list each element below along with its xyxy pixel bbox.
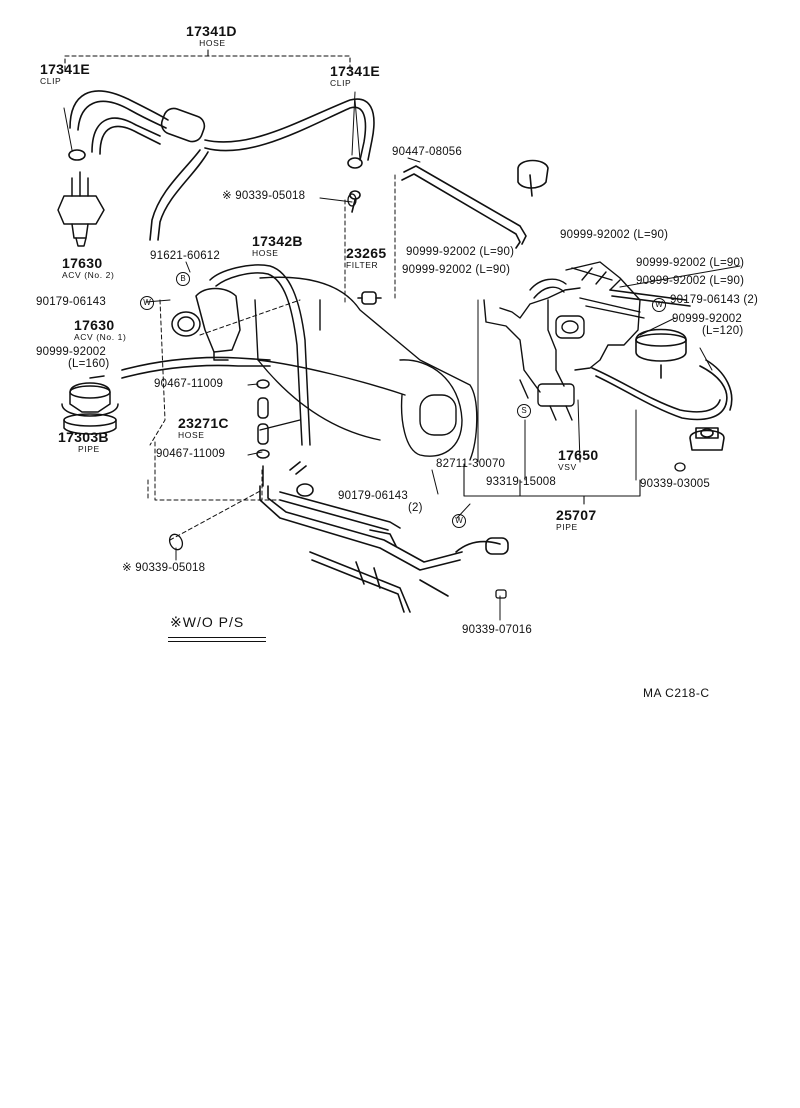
label-90467-11009-b: 90467-11009	[156, 448, 226, 460]
vsv-assembly	[483, 261, 645, 421]
label-17650-vsv: 17650 VSV	[558, 447, 599, 472]
label-17630-acv-no1: 17630 ACV (No. 1)	[74, 317, 127, 342]
label-17341e-right: 17341E CLIP	[330, 63, 381, 88]
pipe-17303b	[61, 375, 119, 435]
circle-marker-w-mid: W	[452, 514, 466, 528]
label-90467-11009-a: 90467-11009	[154, 378, 224, 390]
legend-underline-2	[168, 641, 266, 642]
circle-marker-w: W	[140, 296, 154, 310]
label-17341e-left: 17341E CLIP	[40, 61, 91, 86]
label-90999-l90-b: 90999-92002 (L=90)	[402, 264, 511, 276]
label-82711-30070: 82711-30070	[436, 458, 506, 470]
label-90179-06143-right: 90179-06143 (2)	[670, 294, 759, 306]
label-93319-15008: 93319-15008	[486, 476, 556, 488]
dashed-leaders	[147, 174, 396, 541]
label-90447-08056: 90447-08056	[392, 146, 462, 158]
label-90179-06143-mid: 90179-06143 (2)	[338, 490, 423, 515]
circle-marker-w-right: W	[652, 298, 666, 312]
engine-block	[254, 276, 478, 461]
asterisk-mark: ※	[122, 562, 132, 574]
label-90339-07016: 90339-07016	[462, 624, 532, 636]
label-90999-92002-l120: 90999-92002 (L=120)	[672, 313, 744, 338]
bracket-25707	[463, 463, 641, 505]
label-90339-05018-bottom: ※ 90339-05018	[122, 562, 206, 574]
asterisk-mark: ※	[222, 190, 232, 202]
fasteners	[168, 193, 686, 599]
hose-l120	[591, 289, 733, 451]
label-90999-l90-d: 90999-92002 (L=90)	[636, 257, 745, 269]
acv-no1	[171, 264, 311, 446]
label-90339-03005: 90339-03005	[640, 478, 710, 490]
pipe-90447	[401, 159, 549, 249]
label-23271c-hose: 23271C HOSE	[178, 415, 229, 440]
label-17303b-pipe: 17303B PIPE	[58, 429, 109, 454]
circle-marker-b: B	[176, 272, 190, 286]
legend-wo-ps: ※W/O P/S	[170, 614, 245, 630]
label-90999-l90-a: 90999-92002 (L=90)	[406, 246, 515, 258]
label-17630-acv-no2: 17630 ACV (No. 2)	[62, 255, 115, 280]
acv-no2	[57, 171, 105, 247]
diagram-code: MA C218-C	[643, 686, 710, 700]
label-25707-pipe: 25707 PIPE	[556, 507, 597, 532]
label-90999-l90-e: 90999-92002 (L=90)	[636, 275, 745, 287]
hose-23271c	[256, 379, 270, 487]
label-90179-06143-left: 90179-06143	[36, 296, 106, 308]
leader-17341d	[64, 49, 351, 71]
label-23265-filter: 23265 FILTER	[346, 245, 387, 270]
label-91621-60612: 91621-60612	[150, 250, 220, 262]
label-17342b-hose: 17342B HOSE	[252, 233, 303, 258]
circle-marker-s: S	[517, 404, 531, 418]
clip-left	[68, 149, 363, 169]
pipe-25707	[259, 461, 509, 613]
label-90339-05018-top: ※ 90339-05018	[222, 190, 306, 202]
label-90999-l90-c: 90999-92002 (L=90)	[560, 229, 669, 241]
label-90999-92002-l160: 90999-92002 (L=160)	[36, 346, 110, 371]
hose-l160	[121, 356, 271, 379]
legend-underline	[168, 637, 266, 638]
label-17341d: 17341D HOSE	[186, 23, 237, 48]
hose-17341d	[69, 90, 375, 241]
